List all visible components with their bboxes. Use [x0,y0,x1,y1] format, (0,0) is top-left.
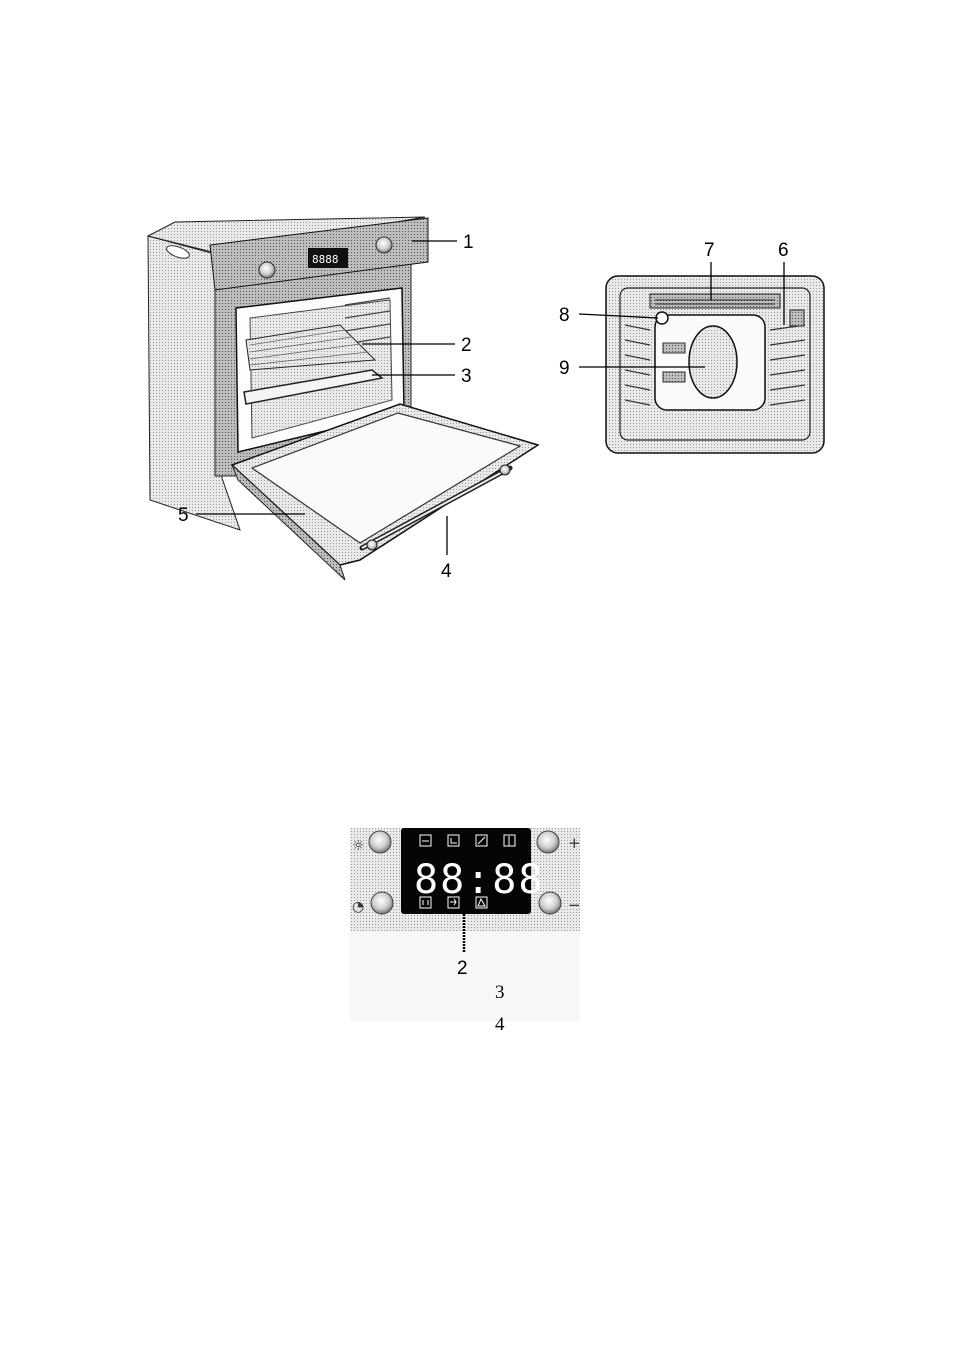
oven-callout-1: 1 [463,232,474,253]
knob-top-right [537,831,559,853]
minus-icon: − [568,896,581,914]
cavity-callout-9: 9 [559,358,570,379]
panel-callout-3: 3 [495,982,505,1003]
fan-circle [689,326,737,398]
oven-callout-4: 4 [441,561,452,582]
oven-callout-3: 3 [461,366,472,387]
clock-icon: ◔ [352,899,364,915]
cavity-callout-8: 8 [559,305,570,326]
plus-icon: + [568,834,581,852]
cavity-callout-7: 7 [704,240,715,261]
display-digits: 88:88 [414,857,544,903]
oven-illustration: 8888 [148,217,538,580]
panel-callout-2: 2 [457,958,468,979]
panel-knob-right [376,237,392,253]
panel-callout-4: 4 [495,1014,505,1035]
sun-icon: ☼ [352,838,365,854]
knob-bottom-left [371,892,393,914]
panel-display-digits: 8888 [312,253,339,266]
knob-top-left [369,831,391,853]
oven-callout-5: 5 [178,505,189,526]
cavity-callout-6: 6 [778,240,789,261]
knob-bottom-right [539,892,561,914]
cavity-illustration [606,276,824,453]
oven-callout-2: 2 [461,335,472,356]
grill-element [650,294,780,308]
panel-knob-left [259,262,275,278]
control-panel-closeup: 88:88 ☼ ◔ + − [350,828,581,1021]
